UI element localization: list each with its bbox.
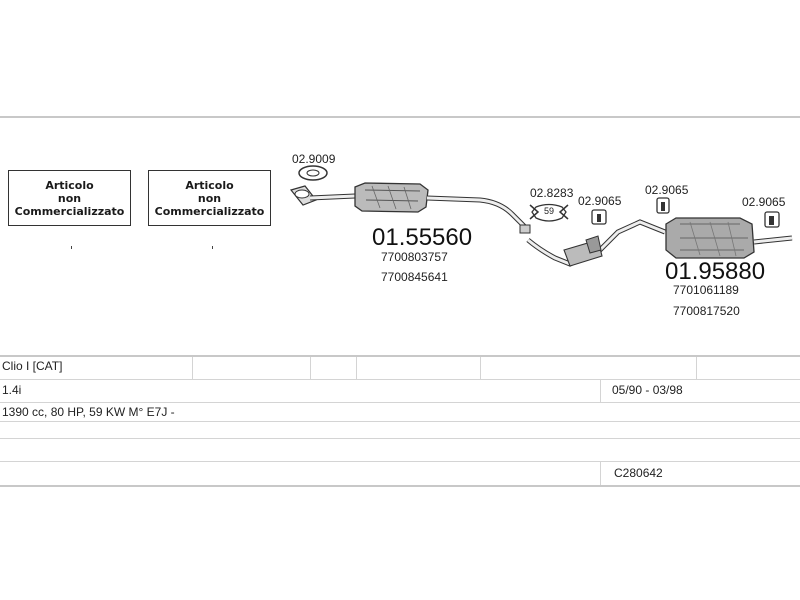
- not-sold-box-1-line1: Articolo: [45, 178, 94, 192]
- engine-spec: 1390 cc, 80 HP, 59 KW M° E7J -: [2, 405, 175, 419]
- rear-pipe-with-silencer: [526, 217, 793, 267]
- not-sold-box-2-line1: Articolo: [185, 178, 234, 192]
- table-row: [0, 403, 800, 422]
- exhaust-system-drawing: [289, 165, 793, 267]
- engine-variant: 1.4i: [2, 383, 22, 397]
- hanger-icon-3: [764, 211, 780, 228]
- front-ref-2: 7700845641: [381, 270, 448, 284]
- hanger-icon-1: [591, 209, 607, 225]
- not-sold-box-1-line2: non: [57, 191, 82, 205]
- hanger-code-3: 02.9065: [742, 195, 786, 209]
- rear-ref-1: 7701061189: [673, 283, 739, 297]
- column-divider: [310, 357, 311, 379]
- frame-top-line: [0, 116, 800, 118]
- column-divider: [192, 357, 193, 379]
- table-row: [0, 439, 800, 462]
- gasket-code: 02.9009: [292, 152, 336, 166]
- column-divider: [356, 357, 357, 379]
- model-name: Clio I [CAT]: [2, 359, 63, 373]
- clamp-badge: 59: [544, 206, 555, 216]
- rear-part-number: 01.95880: [665, 258, 766, 285]
- front-ref-1: 7700803757: [381, 250, 448, 264]
- column-divider: [696, 357, 697, 379]
- not-sold-box-1: Articolo non Commercializzato: [8, 170, 131, 226]
- box-1-tick: [71, 246, 72, 249]
- column-divider: [600, 380, 601, 402]
- rear-ref-2: 7700817520: [673, 304, 740, 318]
- not-sold-box-1-line3: Commercializzato: [14, 204, 125, 218]
- hanger-icon-2: [656, 197, 670, 214]
- clamp-code: 02.8283: [530, 186, 574, 200]
- production-dates: 05/90 - 03/98: [612, 383, 683, 397]
- table-row: [0, 462, 800, 487]
- table-row: [0, 357, 800, 380]
- clamp-icon: [529, 203, 569, 222]
- table-row: [0, 422, 800, 439]
- box-2-tick: [212, 246, 213, 249]
- not-sold-box-2-line3: Commercializzato: [154, 204, 265, 218]
- table-top-line: [0, 355, 800, 357]
- column-divider: [480, 357, 481, 379]
- column-divider: [600, 462, 601, 485]
- hanger-code-2: 02.9065: [645, 183, 689, 197]
- catalog-code: C280642: [614, 466, 663, 480]
- table-row: [0, 380, 800, 403]
- front-part-number: 01.55560: [372, 224, 473, 251]
- not-sold-box-2: Articolo non Commercializzato: [148, 170, 271, 226]
- gasket-icon: [298, 165, 328, 181]
- not-sold-box-2-line2: non: [197, 191, 222, 205]
- front-pipe-with-catalyst: [309, 182, 531, 234]
- hanger-code-1: 02.9065: [578, 194, 622, 208]
